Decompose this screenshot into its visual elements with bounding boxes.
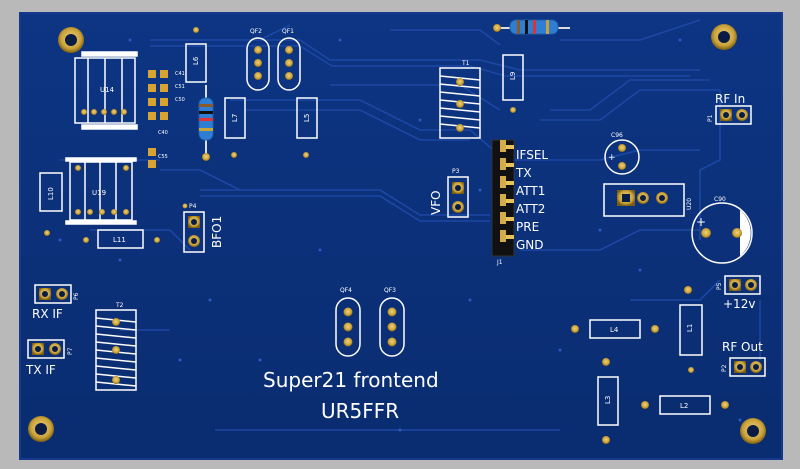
refdes-l3: L3 (604, 396, 612, 404)
pin-label-tx: TX (515, 166, 532, 180)
connector-p7 (27, 339, 65, 359)
refdes-p5: P5 (716, 282, 723, 290)
label-tx-if: TX IF (25, 363, 56, 377)
board-title: Super21 frontend (263, 368, 439, 392)
refdes-p6: P6 (73, 292, 80, 300)
component-qf3 (379, 297, 405, 357)
refdes-c51: C51 (175, 84, 185, 90)
component-c90: + (691, 202, 753, 264)
component-l1 (679, 304, 703, 356)
refdes-p1: P1 (707, 114, 714, 122)
refdes-qf2: QF2 (250, 28, 262, 35)
refdes-c55: C55 (158, 154, 168, 160)
connector-p6 (34, 284, 72, 304)
refdes-l10: L10 (47, 187, 55, 200)
label-rf-in: RF In (715, 92, 745, 106)
refdes-c90: C90 (714, 196, 726, 203)
refdes-qf4: QF4 (340, 287, 352, 294)
pin-label-att2: ATT2 (516, 202, 545, 216)
component-l4 (589, 319, 641, 339)
refdes-j1: J1 (496, 259, 503, 266)
component-t1 (439, 67, 481, 139)
refdes-p3: P3 (452, 168, 460, 175)
refdes-l4: L4 (610, 326, 619, 334)
component-qf1 (277, 37, 301, 91)
component-qf4 (335, 297, 361, 357)
u14-pads (81, 109, 127, 115)
component-resistor-vertical (198, 85, 214, 161)
refdes-qf1: QF1 (282, 28, 294, 35)
refdes-l9: L9 (509, 72, 517, 80)
component-l9 (502, 54, 524, 101)
refdes-u20: U20 (686, 198, 693, 210)
component-l3 (597, 376, 619, 426)
refdes-l7: L7 (231, 114, 239, 122)
refdes-c50: C50 (175, 97, 185, 103)
refdes-l11: L11 (113, 236, 126, 244)
pin-label-att1: ATT1 (516, 184, 545, 198)
refdes-l6: L6 (192, 56, 200, 65)
pin-label-ifsel: IFSEL (516, 148, 548, 162)
pcb-board (19, 12, 783, 460)
component-t2 (95, 309, 137, 391)
component-u19 (65, 157, 137, 225)
label-vfo: VFO (429, 190, 443, 215)
label-rf-out: RF Out (722, 340, 763, 354)
refdes-t2: T2 (115, 302, 124, 309)
smd-pads (148, 70, 168, 168)
component-qf2 (246, 37, 270, 91)
mounting-holes (28, 24, 766, 444)
refdes-u14: U14 (100, 86, 115, 94)
component-l10 (39, 172, 63, 212)
u19-pads (75, 165, 129, 215)
refdes-t1: T1 (461, 60, 470, 67)
refdes-c41: C41 (175, 71, 185, 77)
component-l7 (224, 97, 246, 139)
component-u14 (74, 51, 138, 130)
refdes-c96: C96 (611, 132, 623, 139)
connector-p1 (715, 105, 752, 125)
connector-p5 (724, 275, 761, 295)
refdes-p4: P4 (189, 203, 197, 210)
component-l2 (659, 395, 711, 415)
refdes-l1: L1 (686, 324, 694, 332)
component-l5 (296, 97, 318, 139)
component-resistor-horizontal (493, 19, 570, 35)
component-l11 (97, 229, 144, 249)
svg-text:+: + (696, 215, 706, 229)
component-l6 (185, 43, 207, 83)
connector-p3 (447, 176, 469, 218)
component-c96: + (604, 139, 640, 175)
refdes-c40: C40 (158, 130, 168, 136)
refdes-p2: P2 (721, 364, 728, 372)
connector-j1 (491, 139, 515, 257)
component-u20 (603, 183, 685, 217)
svg-text:+: + (608, 153, 616, 163)
refdes-p7: P7 (67, 347, 74, 355)
refdes-l2: L2 (680, 402, 688, 410)
label-12v: +12v (723, 297, 755, 311)
pin-label-pre: PRE (516, 220, 539, 234)
connector-p2 (729, 357, 766, 377)
refdes-u19: U19 (92, 189, 106, 197)
label-rx-if: RX IF (32, 307, 63, 321)
board-author: UR5FFR (321, 399, 399, 423)
refdes-l5: L5 (303, 114, 311, 122)
label-bfo1: BFO1 (210, 216, 224, 248)
connector-p4 (183, 211, 205, 253)
refdes-qf3: QF3 (384, 287, 396, 294)
pin-label-gnd: GND (516, 238, 544, 252)
